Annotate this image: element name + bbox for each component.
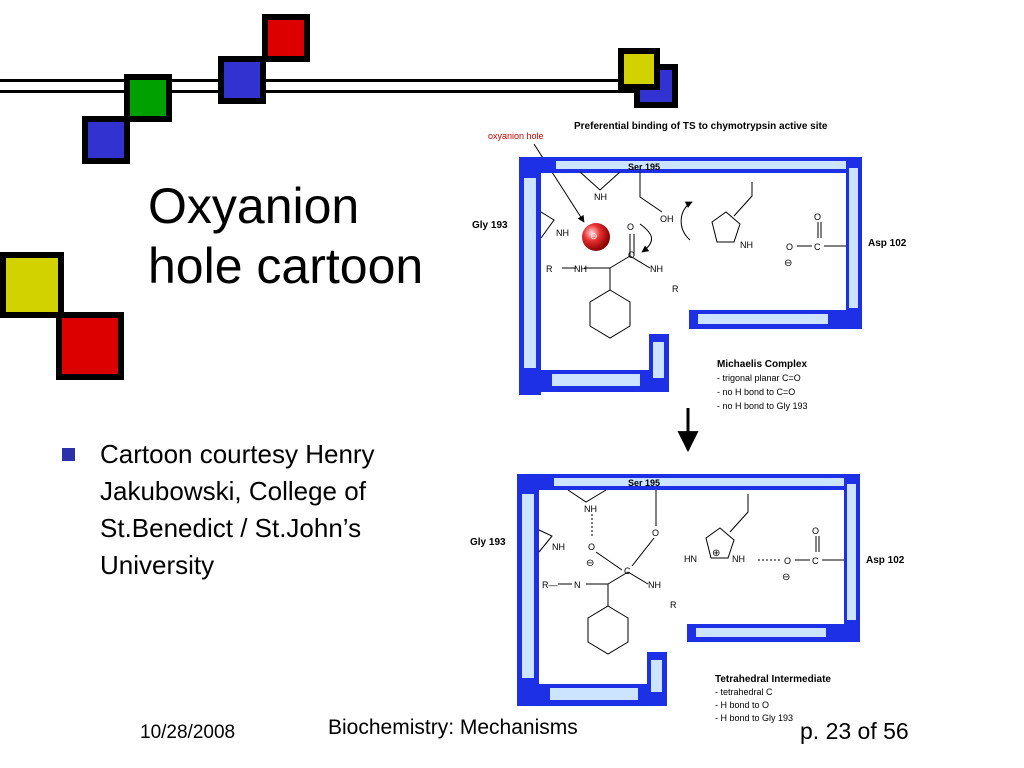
atom-o-asp-top: O (814, 212, 821, 222)
bullet-list: Cartoon courtesy Henry Jakubowski, Colle… (62, 436, 442, 584)
asp-label: Asp 102 (868, 238, 907, 249)
wall-right-inner (849, 168, 858, 308)
decor-square-yellow-big (0, 252, 64, 318)
footer-center: Biochemistry: Mechanisms (328, 716, 578, 739)
wall-post-inner-b (651, 660, 662, 692)
ser-label: Ser 195 (628, 162, 660, 172)
wall-bottom-inner-b (550, 688, 638, 700)
atom-r-b: R— (542, 580, 558, 590)
atom-n-b: N (574, 580, 581, 590)
decor-square-blue-left (82, 116, 130, 164)
ball-charge: ⊖ (590, 231, 598, 241)
caption-line-1-b: - tetrahedral C (715, 687, 773, 697)
atom-c: C (628, 250, 635, 260)
atom-r-right-b: R (670, 600, 677, 610)
oxyanion-hole-label: oxyanion hole (488, 131, 544, 141)
oxyanion-ball-icon (582, 223, 610, 251)
atom-c-b: C (624, 566, 631, 576)
atom-nh-his: NH (740, 240, 753, 250)
atom-r-right: R (672, 284, 679, 294)
decor-square-red-big (56, 312, 124, 380)
charge-his-b: ⊕ (712, 548, 720, 559)
slide-title: Oxyanion hole cartoon (148, 176, 423, 296)
wall-mid-right-inner (698, 314, 828, 324)
wall-left-inner-b (522, 494, 534, 678)
atom-hn-his-b: HN (684, 554, 697, 564)
diagram-header: Preferential binding of TS to chymotryps… (574, 121, 828, 132)
wall-top-inner-b (554, 478, 848, 486)
decor-square-yellow-right (618, 48, 660, 90)
caption-line-2-b: - H bond to O (715, 700, 769, 710)
square-bullet-icon (62, 448, 75, 461)
caption-line-2: - no H bond to C=O (717, 387, 795, 397)
footer-date: 10/28/2008 (140, 722, 236, 743)
bottom-panel: Ser 195 Gly 193 Asp 102 NH O NH (470, 474, 905, 723)
decor-line (0, 79, 676, 93)
atom-nh-ser: NH (594, 192, 607, 202)
asp-charge-b: ⊖ (782, 572, 790, 583)
footer-page: p. 23 of 56 (800, 718, 909, 744)
gly-label-b: Gly 193 (470, 537, 506, 548)
gly-label: Gly 193 (472, 220, 508, 231)
atom-n: NH (574, 264, 587, 274)
atom-o-asp-top-b: O (812, 526, 819, 536)
atom-nh-right-b: NH (648, 580, 661, 590)
wall-left-inner (524, 178, 536, 368)
atom-oh: OH (660, 214, 674, 224)
caption-line-1: - trigonal planar C=O (717, 373, 801, 383)
asp-label-b: Asp 102 (866, 555, 905, 566)
wall-mid-right-inner-b (696, 628, 826, 637)
charge-o-b: ⊖ (586, 558, 594, 569)
title-line-1: Oxyanion (148, 178, 360, 234)
atom-r: R (546, 264, 553, 274)
atom-nh-ser-b: NH (584, 504, 597, 514)
wall-post-inner (653, 342, 664, 378)
bullet-item: Cartoon courtesy Henry Jakubowski, Colle… (62, 436, 442, 584)
decor-square-red-top (262, 14, 310, 62)
atom-o-minus-b: O (588, 542, 595, 552)
atom-o-asp-b: O (784, 556, 791, 566)
decor-square-blue-top (218, 56, 266, 104)
atom-o-asp: O (786, 242, 793, 252)
ser-label-b: Ser 195 (628, 478, 660, 488)
wall-top-inner (556, 161, 850, 169)
bullet-text: Cartoon courtesy Henry Jakubowski, Colle… (100, 439, 375, 580)
decor-square-green (124, 74, 172, 122)
mechanism-diagram: oxyanion hole Preferential binding of TS… (470, 121, 907, 723)
atom-nh-his-b: NH (732, 554, 745, 564)
atom-nh-gly-b: NH (552, 542, 565, 552)
atom-nh-right: NH (650, 264, 663, 274)
atom-c-asp: C (814, 242, 821, 252)
caption-line-3-b: - H bond to Gly 193 (715, 713, 793, 723)
wall-bottom-inner (552, 374, 640, 386)
title-line-2: hole cartoon (148, 238, 424, 294)
atom-o-ser-b: O (652, 528, 659, 538)
wall-right-inner-b (847, 484, 856, 620)
atom-c-asp-b: C (812, 556, 819, 566)
top-panel: Ser 195 Gly 193 Asp 102 ⊖ NH (472, 157, 907, 411)
caption-line-3: - no H bond to Gly 193 (717, 401, 808, 411)
asp-charge: ⊖ (784, 258, 792, 269)
oxyanion-pointer (533, 143, 585, 223)
atom-o: O (627, 222, 634, 232)
caption-title-b: Tetrahedral Intermediate (715, 674, 831, 685)
caption-title: Michaelis Complex (717, 359, 807, 370)
atom-nh-gly: NH (556, 228, 569, 238)
